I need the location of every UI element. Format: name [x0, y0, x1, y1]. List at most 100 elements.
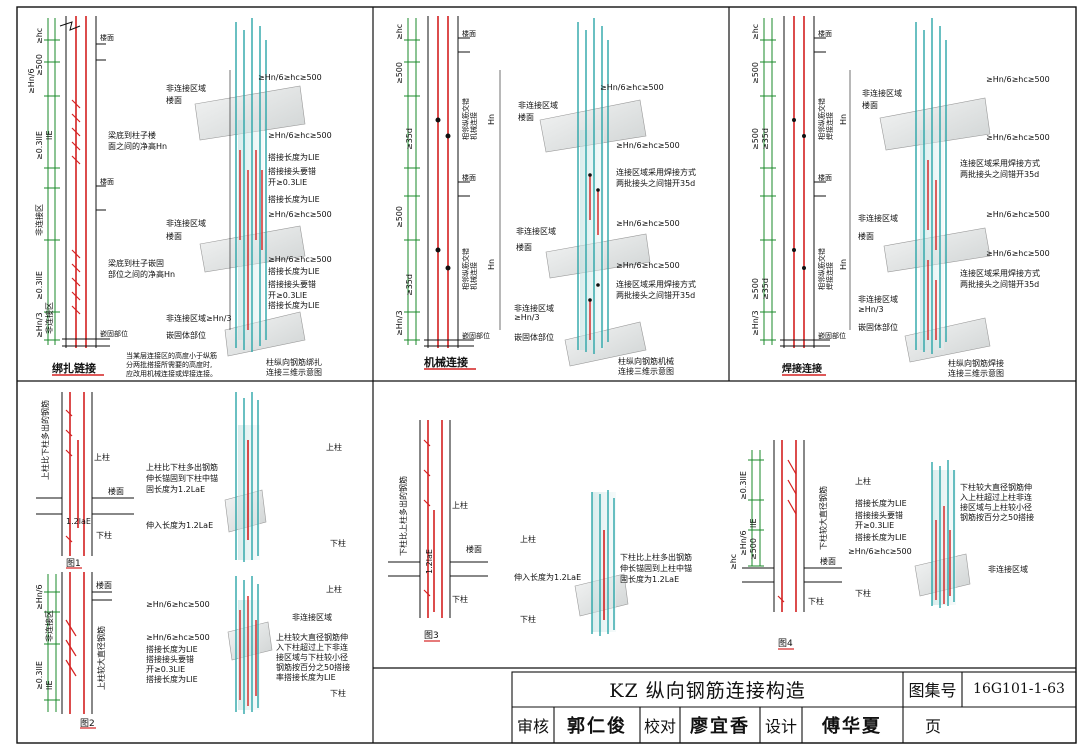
- svg-text:伸入长度为1.2LaE: 伸入长度为1.2LaE: [146, 520, 213, 530]
- svg-text:非连接区域: 非连接区域: [862, 88, 902, 98]
- svg-text:连接三维示意图: 连接三维示意图: [266, 367, 322, 377]
- svg-text:相邻纵筋交错: 相邻纵筋交错: [461, 98, 470, 140]
- svg-text:应改用机械连接或焊接连接。: 应改用机械连接或焊接连接。: [126, 369, 217, 378]
- svg-text:≥Hn/6: ≥Hn/6: [739, 530, 748, 556]
- svg-text:非连接区域: 非连接区域: [292, 612, 332, 622]
- page-label: 页: [924, 717, 941, 736]
- svg-text:图4: 图4: [778, 638, 793, 649]
- svg-text:≥Hn/6≥hc≥500: ≥Hn/6≥hc≥500: [616, 261, 680, 270]
- svg-text:接区域与下柱较小径: 接区域与下柱较小径: [276, 652, 348, 662]
- svg-text:Hn: Hn: [839, 114, 848, 125]
- designer-name: 傅华夏: [822, 716, 882, 737]
- svg-text:上柱比下柱多出的钢筋: 上柱比下柱多出的钢筋: [40, 400, 50, 480]
- svg-text:≥Hn/6≥hc≥500: ≥Hn/6≥hc≥500: [268, 255, 332, 264]
- svg-text:下柱较大直径钢筋伸: 下柱较大直径钢筋伸: [960, 482, 1032, 492]
- svg-text:伸入长度为1.2LaE: 伸入长度为1.2LaE: [514, 572, 581, 582]
- svg-text:楼面: 楼面: [462, 173, 476, 182]
- svg-text:≥Hn/3: ≥Hn/3: [751, 310, 760, 336]
- svg-text:≥0.3llE: ≥0.3llE: [739, 471, 748, 500]
- svg-text:Hn: Hn: [487, 114, 496, 125]
- svg-text:下柱: 下柱: [452, 594, 468, 604]
- svg-text:≥500: ≥500: [749, 538, 758, 560]
- svg-text:柱纵向钢筋焊接: 柱纵向钢筋焊接: [948, 358, 1004, 368]
- svg-text:≥35d: ≥35d: [761, 128, 770, 150]
- svg-text:≥Hn/6≥hc≥500: ≥Hn/6≥hc≥500: [986, 210, 1050, 219]
- svg-text:上柱较大直径钢筋伸: 上柱较大直径钢筋伸: [276, 632, 348, 642]
- svg-text:楼面: 楼面: [818, 173, 832, 182]
- svg-text:≥Hn/6≥hc≥500: ≥Hn/6≥hc≥500: [616, 219, 680, 228]
- svg-text:机械连接: 机械连接: [469, 262, 478, 290]
- svg-text:柱纵向钢筋机械: 柱纵向钢筋机械: [618, 356, 674, 366]
- svg-text:搭接长度为LlE: 搭接长度为LlE: [268, 194, 320, 204]
- svg-text:图3: 图3: [424, 630, 439, 641]
- svg-text:嵌固部位: 嵌固部位: [818, 331, 846, 340]
- svg-text:嵌固部位: 嵌固部位: [100, 329, 128, 338]
- svg-text:非连接区域: 非连接区域: [166, 83, 206, 93]
- svg-text:≥500: ≥500: [751, 128, 760, 150]
- svg-text:焊接连接: 焊接连接: [782, 362, 822, 375]
- svg-text:上柱: 上柱: [452, 500, 468, 510]
- svg-text:≥Hn/6: ≥Hn/6: [35, 584, 44, 610]
- svg-text:≥Hn/6≥hc≥500: ≥Hn/6≥hc≥500: [600, 83, 664, 92]
- svg-text:下柱: 下柱: [808, 596, 824, 606]
- svg-text:≥Hn/6≥hc≥500: ≥Hn/6≥hc≥500: [616, 141, 680, 150]
- panel-lap-splice: ≥hc ≥500 ≥Hn/6 ≥0.3llE llE 非连接区 ≥0.3llE …: [27, 16, 332, 378]
- svg-text:llE: llE: [749, 519, 758, 529]
- svg-text:伸长锚固到下柱中锚: 伸长锚固到下柱中锚: [146, 473, 218, 483]
- svg-text:≥hc: ≥hc: [751, 24, 760, 40]
- svg-text:楼面: 楼面: [820, 556, 836, 566]
- svg-text:非连接区域: 非连接区域: [988, 564, 1028, 574]
- svg-text:≥hc: ≥hc: [35, 28, 44, 44]
- svg-text:搭接长度为LlE: 搭接长度为LlE: [268, 152, 320, 162]
- svg-text:≥Hn/3: ≥Hn/3: [514, 313, 540, 322]
- svg-text:≥Hn/6≥hc≥500: ≥Hn/6≥hc≥500: [268, 210, 332, 219]
- svg-text:搭接长度为LlE: 搭接长度为LlE: [146, 644, 198, 654]
- drawing-title: KZ 纵向钢筋连接构造: [609, 679, 806, 702]
- svg-text:上柱: 上柱: [855, 476, 871, 486]
- svg-text:相邻纵筋交错: 相邻纵筋交错: [817, 248, 826, 290]
- svg-text:两批接头之间错开35d: 两批接头之间错开35d: [960, 279, 1039, 289]
- svg-text:楼面: 楼面: [100, 33, 114, 42]
- svg-text:楼面: 楼面: [858, 231, 874, 241]
- svg-text:下柱比上柱多出钢筋: 下柱比上柱多出钢筋: [620, 552, 692, 562]
- svg-text:相邻纵筋交错: 相邻纵筋交错: [461, 248, 470, 290]
- svg-text:≥Hn/6≥hc≥500: ≥Hn/6≥hc≥500: [986, 133, 1050, 142]
- svg-text:≥500: ≥500: [751, 278, 760, 300]
- svg-text:上柱: 上柱: [326, 584, 342, 594]
- svg-text:楼面: 楼面: [166, 95, 182, 105]
- svg-text:搭接接头要错: 搭接接头要错: [855, 510, 903, 520]
- svg-text:≥Hn/6≥hc≥500: ≥Hn/6≥hc≥500: [258, 73, 322, 82]
- svg-text:开≥0.3LlE: 开≥0.3LlE: [268, 291, 307, 300]
- svg-text:非连接区域: 非连接区域: [858, 213, 898, 223]
- svg-text:≥Hn/6≥hc≥500: ≥Hn/6≥hc≥500: [986, 75, 1050, 84]
- svg-text:机械连接: 机械连接: [469, 112, 478, 140]
- svg-text:搭接接头要错: 搭接接头要错: [268, 166, 316, 176]
- svg-text:下柱: 下柱: [520, 614, 536, 624]
- svg-text:楼面: 楼面: [818, 29, 832, 38]
- svg-text:连接区域采用焊接方式: 连接区域采用焊接方式: [616, 167, 696, 177]
- svg-text:≥0.3llE: ≥0.3llE: [35, 661, 44, 690]
- svg-text:图1: 图1: [66, 558, 81, 569]
- svg-text:≥Hn/6≥hc≥500: ≥Hn/6≥hc≥500: [268, 131, 332, 140]
- svg-text:≥Hn/6≥hc≥500: ≥Hn/6≥hc≥500: [146, 633, 210, 642]
- svg-text:非连接区域: 非连接区域: [858, 294, 898, 304]
- svg-text:部位之间的净高Hn: 部位之间的净高Hn: [108, 269, 175, 279]
- svg-text:非连接区: 非连接区: [44, 302, 54, 334]
- svg-text:非连接区: 非连接区: [34, 204, 44, 236]
- svg-text:1.2laE: 1.2laE: [425, 549, 434, 574]
- svg-text:llE: llE: [45, 681, 54, 691]
- svg-text:≥Hn/6: ≥Hn/6: [27, 68, 36, 94]
- svg-text:楼面: 楼面: [108, 486, 124, 496]
- svg-text:非连接区域: 非连接区域: [518, 100, 558, 110]
- svg-text:楼面: 楼面: [862, 100, 878, 110]
- svg-text:非连接区域≥Hn/3: 非连接区域≥Hn/3: [166, 313, 232, 323]
- svg-text:楼面: 楼面: [466, 544, 482, 554]
- svg-text:连接三维示意图: 连接三维示意图: [948, 368, 1004, 378]
- svg-text:≥35d: ≥35d: [405, 274, 414, 296]
- svg-text:钢筋按百分之50搭接: 钢筋按百分之50搭接: [276, 662, 350, 672]
- svg-text:≥hc: ≥hc: [729, 554, 738, 570]
- svg-text:楼面: 楼面: [462, 29, 476, 38]
- atlas-label: 图集号: [908, 681, 957, 700]
- svg-text:入上柱超过上柱非连: 入上柱超过上柱非连: [960, 492, 1032, 502]
